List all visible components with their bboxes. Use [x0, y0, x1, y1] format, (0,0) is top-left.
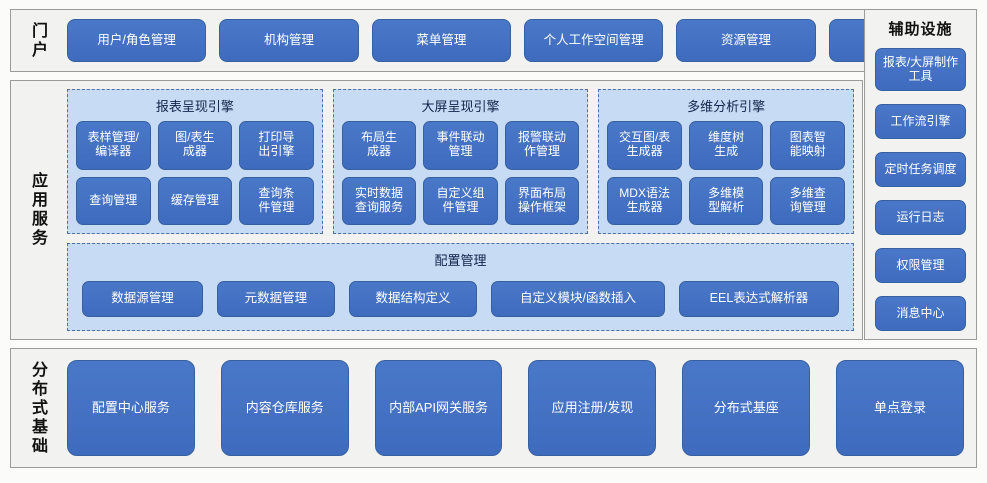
aux-item-message-center[interactable]: 消息中心 — [875, 296, 966, 331]
config-item-custom-module-function-insert[interactable]: 自定义模块/函数插入 — [491, 280, 665, 317]
panel-title-report-rendering-engine: 报表呈现引擎 — [155, 99, 234, 114]
engine-item-multidimensional-query-management[interactable]: 多维查 询管理 — [770, 176, 845, 225]
engine-item-multidimensional-model-parsing[interactable]: 多维模 型解析 — [688, 176, 764, 225]
engine-item-grid-report: 表样管理/ 编译器 图/表生 成器 打印导 出引擎 查询管理 缓存管理 查询条 … — [76, 121, 314, 225]
aux-item-report-dashboard-tool[interactable]: 报表/大屏制作工具 — [875, 48, 966, 91]
dist-item-config-center-service[interactable]: 配置中心服务 — [67, 360, 195, 456]
dist-item-content-repository-service[interactable]: 内容仓库服务 — [220, 360, 349, 456]
portal-row-label: 门户 — [28, 21, 46, 60]
panel-large-screen-rendering-engine: 大屏呈现引擎 布局生 成器 事件联动 管理 报警联动 作管理 实时数据 查询服务… — [332, 89, 589, 234]
engine-item-grid-multidimensional: 交互图/表 生成器 维度树 生成 图表智 能映射 MDX语法 生成器 多维模 型… — [607, 121, 845, 225]
application-services-row-label: 应用服务 — [28, 172, 46, 248]
config-item-data-structure-definition[interactable]: 数据结构定义 — [348, 280, 478, 317]
dist-item-distributed-base[interactable]: 分布式基座 — [682, 360, 811, 456]
engine-item-chart-table-generator[interactable]: 图/表生 成器 — [157, 121, 233, 170]
engine-item-ui-layout-operation-framework[interactable]: 界面布局 操作框架 — [504, 176, 580, 225]
engine-item-event-linkage-management[interactable]: 事件联动 管理 — [423, 121, 498, 170]
dist-item-internal-api-gateway-service[interactable]: 内部API网关服务 — [374, 360, 503, 456]
panel-report-rendering-engine: 报表呈现引擎 表样管理/ 编译器 图/表生 成器 打印导 出引擎 查询管理 缓存… — [67, 89, 323, 234]
configuration-item-list: 数据源管理 元数据管理 数据结构定义 自定义模块/函数插入 EEL表达式解析器 — [76, 275, 845, 322]
engine-item-alarm-linkage-action-management[interactable]: 报警联动 作管理 — [504, 121, 580, 170]
panel-configuration-management: 配置管理 数据源管理 元数据管理 数据结构定义 自定义模块/函数插入 EEL表达… — [67, 243, 854, 331]
aux-item-workflow-engine[interactable]: 工作流引擎 — [875, 104, 966, 139]
engine-item-grid-large-screen: 布局生 成器 事件联动 管理 报警联动 作管理 实时数据 查询服务 自定义组 件… — [341, 121, 580, 225]
auxiliary-facilities-container: 辅助设施 报表/大屏制作工具 工作流引擎 定时任务调度 运行日志 权限管理 消息… — [864, 9, 977, 340]
auxiliary-facilities-title: 辅助设施 — [888, 21, 953, 38]
engine-item-interactive-chart-table-generator[interactable]: 交互图/表 生成器 — [607, 121, 682, 170]
engine-item-realtime-data-query-service[interactable]: 实时数据 查询服务 — [341, 176, 417, 225]
engine-item-cache-management[interactable]: 缓存管理 — [157, 176, 233, 225]
engine-item-query-management[interactable]: 查询管理 — [76, 176, 151, 225]
aux-item-scheduled-task[interactable]: 定时任务调度 — [875, 152, 966, 187]
portal-item-personal-workspace-management[interactable]: 个人工作空间管理 — [523, 19, 664, 62]
portal-row: 门户 用户/角色管理 机构管理 菜单管理 个人工作空间管理 资源管理 自助分析 — [10, 9, 977, 72]
aux-item-permission-management[interactable]: 权限管理 — [875, 248, 966, 283]
dist-item-app-registration-discovery[interactable]: 应用注册/发现 — [528, 360, 657, 456]
dist-item-single-sign-on[interactable]: 单点登录 — [836, 360, 964, 456]
application-services-content: 报表呈现引擎 表样管理/ 编译器 图/表生 成器 打印导 出引擎 查询管理 缓存… — [67, 89, 855, 331]
distributed-foundation-list: 配置中心服务 内容仓库服务 内部API网关服务 应用注册/发现 分布式基座 单点… — [67, 360, 964, 456]
portal-button-list: 用户/角色管理 机构管理 菜单管理 个人工作空间管理 资源管理 自助分析 — [67, 19, 968, 62]
application-services-container: 应用服务 报表呈现引擎 表样管理/ 编译器 图/表生 成器 打印导 出引擎 查询… — [10, 80, 863, 340]
engine-item-dimension-tree-generation[interactable]: 维度树 生成 — [688, 121, 764, 170]
engine-item-chart-intelligent-mapping[interactable]: 图表智 能映射 — [770, 121, 845, 170]
auxiliary-facilities-list: 报表/大屏制作工具 工作流引擎 定时任务调度 运行日志 权限管理 消息中心 — [875, 48, 966, 331]
portal-item-org-management[interactable]: 机构管理 — [219, 19, 359, 62]
config-item-eel-expression-parser[interactable]: EEL表达式解析器 — [678, 280, 839, 317]
portal-item-resource-management[interactable]: 资源管理 — [676, 19, 816, 62]
engine-item-print-export-engine[interactable]: 打印导 出引擎 — [239, 121, 314, 170]
engine-item-query-condition-management[interactable]: 查询条 件管理 — [239, 176, 314, 225]
portal-container: 门户 用户/角色管理 机构管理 菜单管理 个人工作空间管理 资源管理 自助分析 — [10, 9, 977, 72]
portal-item-user-role-management[interactable]: 用户/角色管理 — [67, 19, 207, 62]
distributed-foundation-row-label: 分布式基础 — [28, 360, 46, 456]
portal-item-menu-management[interactable]: 菜单管理 — [371, 19, 511, 62]
config-item-datasource-management[interactable]: 数据源管理 — [82, 280, 203, 317]
panel-title-configuration-management: 配置管理 — [434, 253, 487, 268]
engine-item-mdx-syntax-generator[interactable]: MDX语法 生成器 — [607, 176, 682, 225]
engine-item-custom-component-management[interactable]: 自定义组 件管理 — [423, 176, 498, 225]
distributed-foundation-container: 分布式基础 配置中心服务 内容仓库服务 内部API网关服务 应用注册/发现 分布… — [10, 348, 977, 468]
engine-panel-row: 报表呈现引擎 表样管理/ 编译器 图/表生 成器 打印导 出引擎 查询管理 缓存… — [67, 89, 855, 234]
panel-title-multidimensional-analysis-engine: 多维分析引擎 — [687, 99, 766, 114]
engine-item-template-management-compiler[interactable]: 表样管理/ 编译器 — [76, 121, 151, 170]
engine-item-layout-generator[interactable]: 布局生 成器 — [341, 121, 417, 170]
panel-multidimensional-analysis-engine: 多维分析引擎 交互图/表 生成器 维度树 生成 图表智 能映射 MDX语法 生成… — [598, 89, 855, 234]
config-item-metadata-management[interactable]: 元数据管理 — [216, 280, 335, 317]
aux-item-runtime-log[interactable]: 运行日志 — [875, 200, 966, 235]
panel-title-large-screen-rendering-engine: 大屏呈现引擎 — [421, 99, 500, 114]
